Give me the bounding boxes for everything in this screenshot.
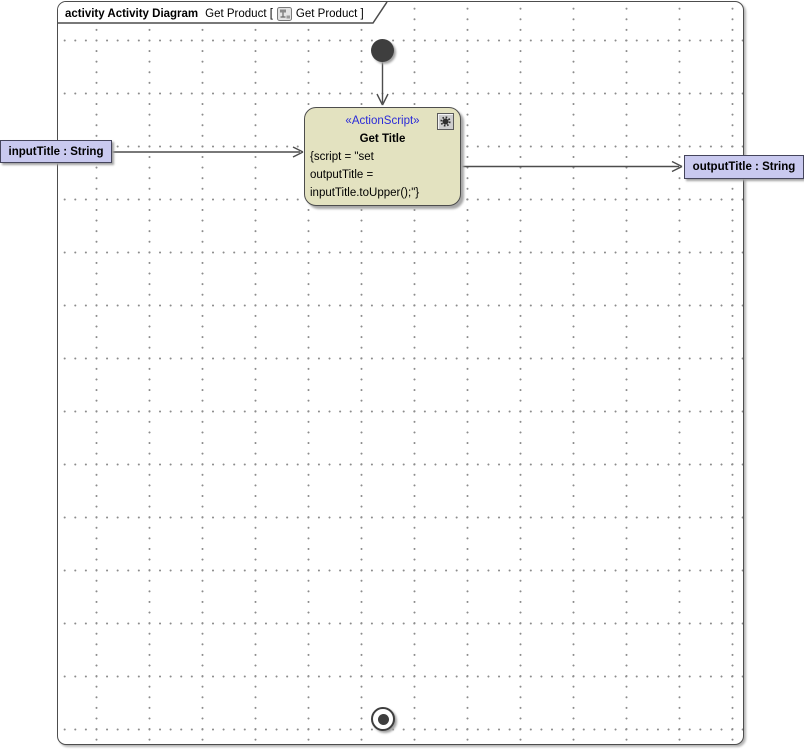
action-name: Get Title bbox=[359, 133, 406, 145]
action-get-title[interactable]: «ActionScript» Get Title {script = "set … bbox=[304, 107, 461, 206]
action-script-body: {script = "set outputTitle = inputTitle.… bbox=[305, 148, 460, 202]
activity-diagram-frame: activity Activity Diagram Get Product [ … bbox=[57, 1, 744, 745]
control-flow-edges bbox=[111, 62, 683, 173]
script-line: inputTitle.toUpper();"} bbox=[310, 187, 420, 199]
script-line: {script = "set bbox=[310, 151, 374, 163]
edge-input-pin-to-action[interactable] bbox=[111, 146, 304, 158]
final-node-dot bbox=[377, 713, 389, 725]
initial-node[interactable] bbox=[371, 39, 394, 62]
gear-icon[interactable] bbox=[437, 113, 454, 130]
frame-title: activity Activity Diagram Get Product [ … bbox=[65, 5, 364, 22]
frame-ref-label: Get Product ] bbox=[295, 7, 364, 20]
frame-title-tab bbox=[58, 2, 388, 24]
edge-action-to-output-pin[interactable] bbox=[461, 160, 683, 173]
output-pin[interactable]: outputTitle : String bbox=[684, 155, 804, 179]
frame-kind-label: activity Activity Diagram bbox=[65, 7, 199, 20]
action-stereotype: «ActionScript» bbox=[345, 115, 420, 127]
activity-diagram-icon bbox=[276, 6, 292, 21]
edge-initial-to-action[interactable] bbox=[376, 62, 389, 106]
script-line: outputTitle = bbox=[310, 169, 374, 181]
frame-context-label: Get Product [ bbox=[205, 7, 273, 20]
activity-final-node[interactable] bbox=[371, 707, 395, 731]
input-pin[interactable]: inputTitle : String bbox=[0, 140, 112, 163]
